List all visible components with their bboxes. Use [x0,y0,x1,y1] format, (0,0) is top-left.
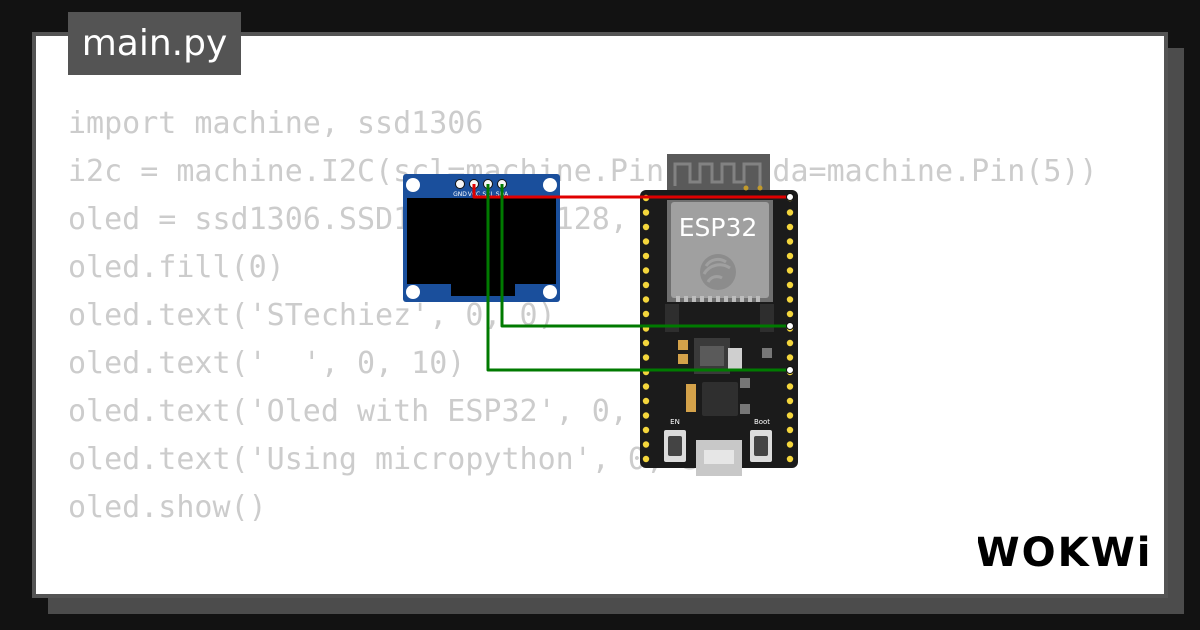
en-label: EN [670,418,680,426]
header-pin [642,238,650,245]
smd-component [686,384,696,412]
usb-uart-chip [702,382,738,416]
header-pin [642,267,650,274]
module-pads [665,304,679,332]
code-line: oled.text(' ', 0, 10) [68,346,466,381]
header-pin [786,339,794,347]
wire-endpoint [786,366,794,374]
header-pin [642,310,650,318]
boot-button-cap [754,436,768,456]
code-line: oled.show() [68,490,267,525]
header-pin [642,426,650,434]
boot-label: Boot [754,418,770,426]
oled-ribbon [451,284,515,296]
header-pin [786,383,794,390]
mount-hole [406,178,420,192]
header-pin [786,223,794,231]
header-pin [786,397,794,405]
oled-pin-label: GND [453,191,467,198]
header-pin [642,296,650,303]
header-pin [642,455,650,463]
antenna-pad [757,185,763,191]
mount-hole [543,178,557,192]
header-pin [642,397,650,405]
header-pin [786,441,794,448]
module-castellations [676,296,760,302]
wire-scl[interactable] [486,184,790,372]
esp32-label: ESP32 [679,213,758,242]
wires [472,184,794,374]
code-line: import machine, ssd1306 [68,106,484,141]
antenna-pad [743,185,749,191]
en-button-cap [668,436,682,456]
wokwi-logo: WOKWi [978,530,1150,576]
header-pin [786,238,794,245]
smd-component [762,348,772,358]
wire-endpoint [786,322,794,330]
header-pin [786,296,794,303]
header-pin [786,209,794,216]
esp32-pins-right [786,194,794,463]
file-tab[interactable]: main.py [68,12,241,75]
header-pin [642,441,650,448]
antenna-trace [673,162,762,186]
header-pin [786,252,794,260]
mount-hole [406,285,420,299]
code-line: oled.text('STechiez', 0, 0) [68,298,556,333]
oled-screen [407,198,556,284]
preview-card [32,32,1168,598]
smd-component [678,340,688,350]
header-pin [786,354,794,361]
smd-component [740,378,750,388]
header-pin [642,223,650,231]
header-pin [642,281,650,289]
wire-vcc[interactable] [472,184,790,199]
wokwi-logo-text: WOKWi [978,530,1150,576]
wire-sda[interactable] [500,184,790,328]
espressif-logo-icon [700,254,736,290]
code-line: oled.fill(0) [68,250,285,285]
header-pin [642,209,650,216]
header-pin [786,281,794,289]
smd-component [740,404,750,414]
header-pin [786,267,794,274]
module-pads [760,304,774,332]
smd-component [678,354,688,364]
header-pin [786,426,794,434]
header-pin [786,412,794,419]
oled-module[interactable]: GND VCC SCL SDA [403,174,560,302]
header-pin [642,252,650,260]
header-pin [642,354,650,361]
header-pin [786,310,794,318]
wire-endpoint [786,193,794,201]
esp32-board[interactable]: ESP32 EN Boot [640,154,798,476]
header-pin [642,412,650,419]
mount-hole [543,285,557,299]
header-pin [642,339,650,347]
regulator-tab [728,348,742,370]
header-pin [642,383,650,390]
esp32-antenna [667,154,770,194]
usb-port-opening [704,450,734,464]
regulator-body [700,346,724,366]
esp32-module-can [671,202,769,298]
header-pin [786,455,794,463]
